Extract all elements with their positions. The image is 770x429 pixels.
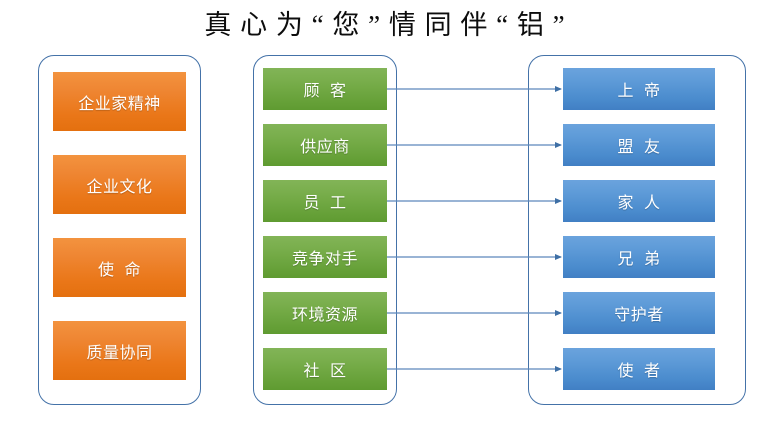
core-value-box-1[interactable]: 企业家精神 (53, 72, 186, 131)
stakeholder-box-1[interactable]: 顾 客 (263, 68, 387, 110)
stakeholder-box-4[interactable]: 竞争对手 (263, 236, 387, 278)
role-box-6[interactable]: 使 者 (563, 348, 715, 390)
stakeholders-panel (253, 55, 397, 405)
role-box-1[interactable]: 上 帝 (563, 68, 715, 110)
slide-title-text: 真 心 为 “ 您 ” 情 同 伴 “ 铝 ” (204, 9, 566, 40)
role-box-5[interactable]: 守护者 (563, 292, 715, 334)
roles-panel (528, 55, 746, 405)
stakeholder-box-2[interactable]: 供应商 (263, 124, 387, 166)
core-value-box-4[interactable]: 质量协同 (53, 321, 186, 380)
stakeholder-box-6[interactable]: 社 区 (263, 348, 387, 390)
role-box-4[interactable]: 兄 弟 (563, 236, 715, 278)
core-value-box-2[interactable]: 企业文化 (53, 155, 186, 214)
core-value-box-3[interactable]: 使 命 (53, 238, 186, 297)
stakeholder-box-3[interactable]: 员 工 (263, 180, 387, 222)
role-box-3[interactable]: 家 人 (563, 180, 715, 222)
stakeholder-box-5[interactable]: 环境资源 (263, 292, 387, 334)
role-box-2[interactable]: 盟 友 (563, 124, 715, 166)
slide-title: 真 心 为 “ 您 ” 情 同 伴 “ 铝 ” (0, 4, 770, 46)
